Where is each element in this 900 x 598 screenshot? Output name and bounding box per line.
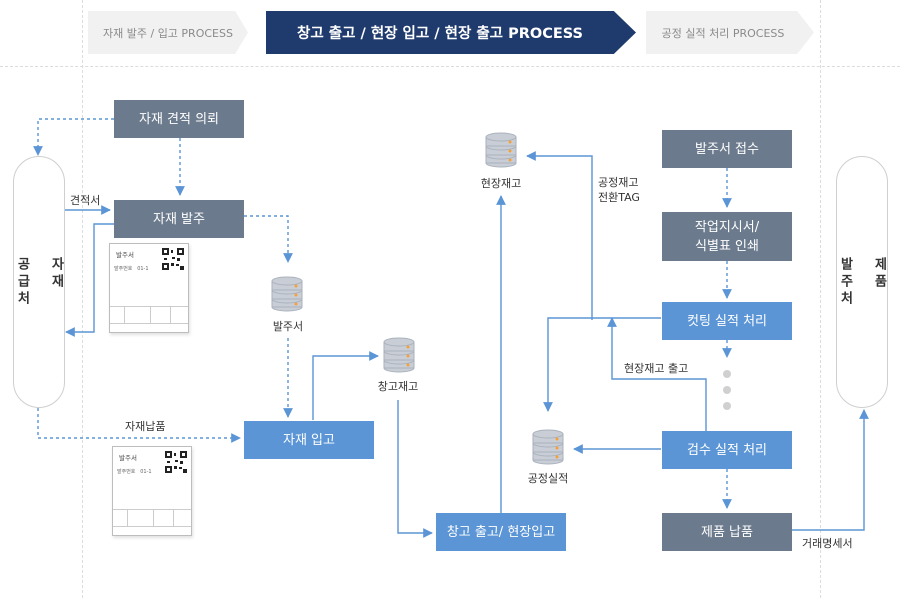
database-icon bbox=[532, 429, 564, 465]
qr-code-icon bbox=[162, 248, 184, 270]
po-receipt-box[interactable]: 발주서 접수 bbox=[662, 130, 792, 168]
dot-3 bbox=[723, 402, 731, 410]
tab-process-result-process-label: 공정 실적 처리 PROCESS bbox=[661, 26, 785, 40]
material-receipt-box[interactable]: 자재 입고 bbox=[244, 421, 374, 459]
database-icon bbox=[383, 337, 415, 373]
warehouse-out-box[interactable]: 창고 출고/ 현장입고 bbox=[436, 513, 566, 551]
document-title: 발주서 bbox=[119, 454, 137, 462]
tab-warehouse-site-process[interactable]: 창고 출고 / 현장 입고 / 현장 출고 PROCESS bbox=[266, 11, 636, 54]
document-table bbox=[110, 306, 188, 324]
tab-material-order-process-label: 자재 발주 / 입고 PROCESS bbox=[103, 26, 233, 40]
flow-order-to-supplier bbox=[65, 223, 114, 337]
flow-cutting-to-process-db bbox=[543, 317, 661, 412]
dot-1 bbox=[723, 370, 731, 378]
header-divider bbox=[0, 66, 900, 67]
purchase-order-db-label: 발주서 bbox=[272, 320, 304, 333]
database-icon bbox=[271, 276, 303, 312]
purchase-order-document: 발주서 발주번호 01-1 bbox=[109, 243, 189, 333]
supplier-label: 자재 공급처 bbox=[14, 256, 64, 308]
process-stock-tag-label: 공정재고 전환TAG bbox=[598, 176, 640, 204]
dot-2 bbox=[723, 386, 731, 394]
site-stock-db-label: 현장재고 bbox=[480, 177, 522, 190]
document-table bbox=[113, 509, 191, 527]
flow-delivery-to-product-order bbox=[792, 409, 869, 531]
tab-material-order-process[interactable]: 자재 발주 / 입고 PROCESS bbox=[88, 11, 248, 54]
flow-warehouse-db-to-out bbox=[397, 400, 433, 538]
document-field: 발주번호 01-1 bbox=[117, 469, 152, 475]
flow-supplier-to-receipt bbox=[37, 408, 241, 443]
flow-order-to-po-db bbox=[244, 215, 293, 263]
flow-cutting-to-site-db bbox=[526, 151, 593, 320]
inspection-result-box[interactable]: 검수 실적 처리 bbox=[662, 431, 792, 469]
section-divider-right bbox=[820, 0, 821, 598]
section-divider-left bbox=[82, 0, 83, 598]
document-title: 발주서 bbox=[116, 251, 134, 259]
flow-quote-to-supplier bbox=[33, 118, 114, 156]
product-delivery-box[interactable]: 제품 납품 bbox=[662, 513, 792, 551]
product-order-pill: 제품 발주처 bbox=[836, 156, 888, 408]
delivery-document: 발주서 발주번호 01-1 bbox=[112, 446, 192, 536]
tab-process-result-process[interactable]: 공정 실적 처리 PROCESS bbox=[646, 11, 814, 54]
material-delivery-label: 자재납품 bbox=[125, 420, 166, 433]
work-order-box[interactable]: 작업지시서/ 식별표 인쇄 bbox=[662, 212, 792, 261]
quote-request-box[interactable]: 자재 견적 의뢰 bbox=[114, 100, 244, 138]
product-order-label: 제품 발주처 bbox=[837, 256, 887, 308]
qr-code-icon bbox=[165, 451, 187, 473]
database-icon bbox=[485, 132, 517, 168]
quotation-label: 견적서 bbox=[70, 194, 101, 207]
flow-inspection-to-cutting bbox=[607, 317, 707, 431]
cutting-result-box[interactable]: 컷팅 실적 처리 bbox=[662, 302, 792, 340]
supplier-pill: 자재 공급처 bbox=[13, 156, 65, 408]
site-stock-out-label: 현장재고 출고 bbox=[624, 362, 689, 375]
flow-receipt-to-warehouse-db bbox=[312, 351, 379, 420]
tab-warehouse-site-process-label: 창고 출고 / 현장 입고 / 현장 출고 PROCESS bbox=[297, 26, 583, 42]
document-field: 발주번호 01-1 bbox=[114, 266, 149, 272]
warehouse-stock-db-label: 창고재고 bbox=[377, 380, 419, 393]
material-order-box[interactable]: 자재 발주 bbox=[114, 200, 244, 238]
transaction-statement-label: 거래명세서 bbox=[802, 537, 853, 550]
process-result-db-label: 공정실적 bbox=[527, 472, 569, 485]
